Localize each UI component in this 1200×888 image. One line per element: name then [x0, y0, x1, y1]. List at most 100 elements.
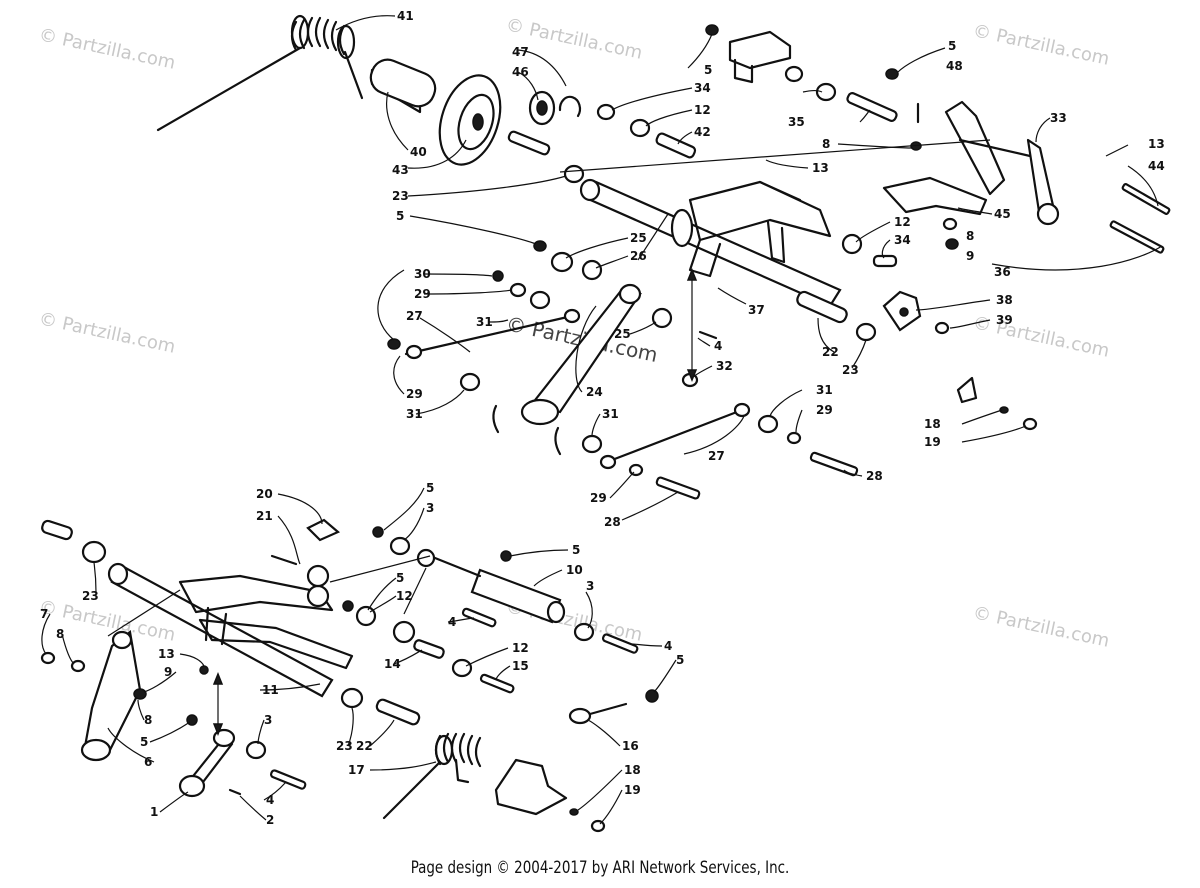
callout-34: 34 — [894, 233, 911, 247]
callout-22: 22 — [822, 345, 839, 359]
callout-7: 7 — [40, 607, 48, 621]
callout-37: 37 — [748, 303, 765, 317]
callout-42: 42 — [694, 125, 711, 139]
callout-5: 5 — [676, 653, 684, 667]
callout-1: 1 — [150, 805, 158, 819]
callout-27: 27 — [406, 309, 423, 323]
callout-18: 18 — [624, 763, 641, 777]
callout-14: 14 — [384, 657, 401, 671]
watermark: © Partzilla.com — [37, 24, 177, 73]
callout-3: 3 — [586, 579, 594, 593]
callout-4: 4 — [714, 339, 722, 353]
shock-absorber-10 — [416, 548, 566, 624]
watermark: © Partzilla.com — [37, 308, 177, 357]
callout-5: 5 — [704, 63, 712, 77]
callout-20: 20 — [256, 487, 273, 501]
callout-27: 27 — [708, 449, 725, 463]
callout-30: 30 — [414, 267, 431, 281]
callout-8: 8 — [144, 713, 152, 727]
callout-23: 23 — [842, 363, 859, 377]
callout-41: 41 — [397, 9, 414, 23]
callout-36: 36 — [994, 265, 1011, 279]
callout-8: 8 — [966, 229, 974, 243]
callout-4: 4 — [448, 615, 456, 629]
callout-6: 6 — [144, 755, 152, 769]
callout-23: 23 — [82, 589, 99, 603]
callout-leaders — [41, 15, 1163, 825]
callout-18: 18 — [924, 417, 941, 431]
callout-2: 2 — [266, 813, 274, 827]
snap-ring-47 — [558, 95, 582, 118]
callout-29: 29 — [590, 491, 607, 505]
callout-19: 19 — [624, 783, 641, 797]
callout-23: 23 — [336, 739, 353, 753]
idler-wheel-43 — [438, 74, 502, 166]
link-arm-1 — [178, 728, 236, 798]
assembly-arrows — [107, 139, 991, 737]
callout-12: 12 — [694, 103, 711, 117]
callout-25: 25 — [630, 231, 647, 245]
callout-31: 31 — [816, 383, 833, 397]
callout-28: 28 — [604, 515, 621, 529]
callout-48: 48 — [946, 59, 963, 73]
rocker-arm-24 — [520, 283, 642, 426]
spring-bracket — [494, 758, 568, 816]
callout-4: 4 — [664, 639, 672, 653]
callout-24: 24 — [586, 385, 603, 399]
watermark: © Partzilla.com — [971, 312, 1111, 361]
callout-32: 32 — [716, 359, 733, 373]
callout-4: 4 — [266, 793, 274, 807]
callout-8: 8 — [56, 627, 64, 641]
callout-5: 5 — [140, 735, 148, 749]
upper-suspension-assembly — [156, 14, 1171, 500]
callout-5: 5 — [572, 543, 580, 557]
callout-3: 3 — [426, 501, 434, 515]
callout-13: 13 — [812, 161, 829, 175]
callout-45: 45 — [994, 207, 1011, 221]
callout-43: 43 — [392, 163, 409, 177]
callout-22: 22 — [356, 739, 373, 753]
callout-10: 10 — [566, 563, 583, 577]
callout-29: 29 — [406, 387, 423, 401]
link-rod-27-upper — [387, 308, 581, 392]
callout-29: 29 — [816, 403, 833, 417]
callout-15: 15 — [512, 659, 529, 673]
link-rod-27-lower — [581, 402, 802, 477]
callout-12: 12 — [512, 641, 529, 655]
callout-5: 5 — [426, 481, 434, 495]
callout-23: 23 — [392, 189, 409, 203]
callout-31: 31 — [406, 407, 423, 421]
callout-39: 39 — [996, 313, 1013, 327]
torsion-spring-17 — [382, 732, 482, 820]
callout-25: 25 — [614, 327, 631, 341]
callout-34: 34 — [694, 81, 711, 95]
callout-labels: 41 47 46 40 43 23 5 34 12 42 35 48 5 33 … — [40, 9, 1165, 827]
torsion-spring-41 — [156, 14, 364, 132]
callout-29: 29 — [414, 287, 431, 301]
callout-9: 9 — [966, 249, 974, 263]
callout-47: 47 — [512, 45, 529, 59]
callout-3: 3 — [264, 713, 272, 727]
callout-31: 31 — [476, 315, 493, 329]
cross-shaft-37 — [579, 178, 842, 308]
callout-19: 19 — [924, 435, 941, 449]
footer-copyright: Page design © 2004-2017 by ARI Network S… — [410, 858, 790, 878]
callout-5: 5 — [948, 39, 956, 53]
callout-31: 31 — [602, 407, 619, 421]
callout-12: 12 — [396, 589, 413, 603]
callout-5: 5 — [396, 209, 404, 223]
callout-40: 40 — [410, 145, 427, 159]
callout-35: 35 — [788, 115, 805, 129]
callout-9: 9 — [164, 665, 172, 679]
callout-8: 8 — [822, 137, 830, 151]
callout-44: 44 — [1148, 159, 1165, 173]
callout-13: 13 — [1148, 137, 1165, 151]
crank-arm-6 — [80, 630, 142, 762]
callout-38: 38 — [996, 293, 1013, 307]
watermark: © Partzilla.com — [971, 602, 1111, 651]
callout-12: 12 — [894, 215, 911, 229]
callout-13: 13 — [158, 647, 175, 661]
watermark: © Partzilla.com — [971, 20, 1111, 69]
callout-46: 46 — [512, 65, 529, 79]
